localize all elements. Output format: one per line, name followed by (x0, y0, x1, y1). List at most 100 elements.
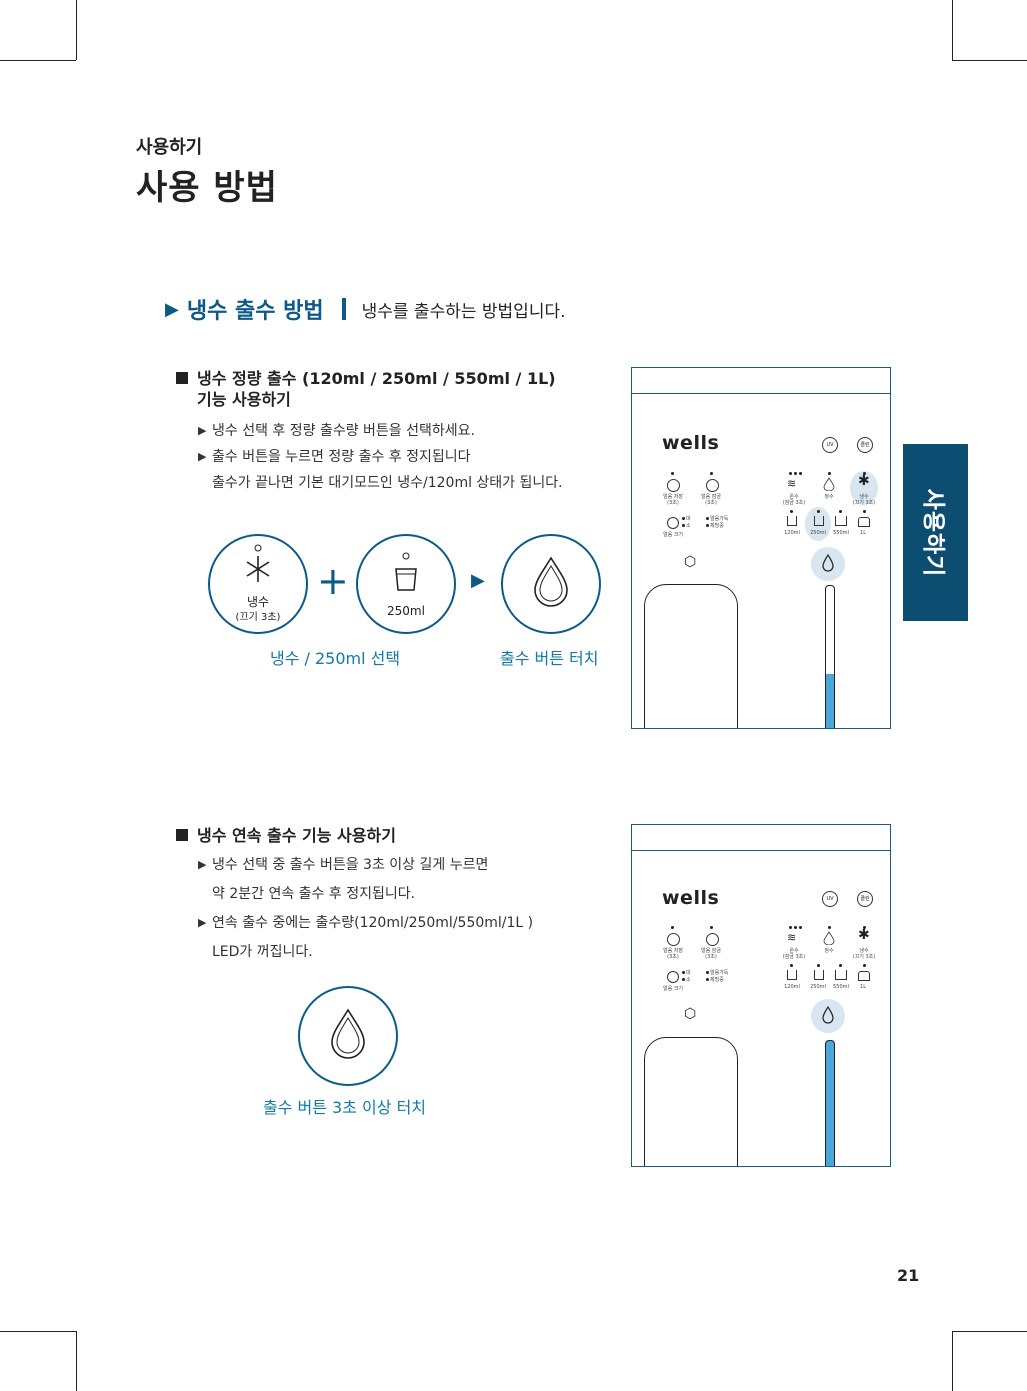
dispense-highlight (811, 999, 845, 1033)
section-title: 냉수 출수 방법 (186, 299, 324, 324)
ml120-label: 120ml (784, 530, 800, 536)
panel-top-strip (632, 368, 890, 394)
pure-label: 정수 (824, 948, 834, 954)
uv-button: UV (822, 437, 838, 453)
dispense-hold-illustration (298, 986, 398, 1086)
ice-lock-sub: (3초) (705, 954, 717, 960)
square-bullet-icon (176, 829, 188, 841)
snowflake-icon (246, 544, 270, 582)
crop-mark (952, 0, 953, 60)
block2-heading-text: 냉수 연속 출수 기능 사용하기 (197, 826, 396, 845)
ice-size-label: 얼음 크기 (663, 986, 683, 992)
chapter-tab: 사용하기 (903, 444, 968, 621)
triangle-icon: ▶ (198, 424, 207, 437)
bullet-text: 냉수 선택 후 정량 출수량 버튼을 선택하세요. (212, 423, 475, 439)
snowflake-icon: ✱ (858, 927, 870, 943)
ice-full-label: 얼음가득 (710, 970, 729, 976)
page-title: 사용 방법 (136, 168, 278, 208)
square-bullet-icon (176, 372, 188, 384)
bullet-text: 연속 출수 중에는 출수량(120ml/250ml/550ml/1L ) (212, 915, 534, 931)
ice-lock-sub: (3초) (705, 500, 717, 506)
triangle-icon: ▶ (198, 450, 207, 463)
water-level-fill (826, 674, 834, 728)
ice-size-icon (667, 971, 679, 983)
hot-sub: (잠금 3초) (782, 954, 806, 960)
size-big-label: 대 (686, 516, 691, 522)
cold-sub: (끄기 3초) (852, 954, 876, 960)
block2-bullets: ▶ 냉수 선택 중 출수 버튼을 3초 이상 길게 누르면 약 2분간 연속 출수… (198, 852, 533, 965)
hot-sub: (잠금 3초) (782, 500, 806, 506)
hot-label: 온수 (789, 948, 799, 954)
water-stream (825, 1040, 835, 1166)
chapter-tab-label: 사용하기 (919, 488, 946, 577)
bullet-text: LED가 꺼집니다. (212, 944, 313, 960)
crop-mark (952, 60, 1027, 61)
block1-heading-line2: 기능 사용하기 (197, 390, 291, 409)
pot-1l-icon (858, 971, 870, 981)
cup-120-icon (787, 516, 797, 526)
cold-label: 냉수 (246, 595, 270, 609)
pot-1l-icon (858, 517, 870, 527)
l1-label: 1L (860, 984, 866, 990)
cup-icon (395, 552, 417, 591)
ml550-label: 550ml (833, 530, 849, 536)
hot-water-icon: ≋ (787, 477, 797, 490)
cup-label: 250ml (387, 604, 425, 618)
water-drop-icon (331, 1008, 365, 1059)
power-icon (667, 933, 680, 946)
page-number: 21 (897, 1266, 920, 1285)
list-item: ▶ 출수 버튼을 누르면 정량 출수 후 정지됩니다 (198, 444, 563, 470)
triangle-icon: ▶ (165, 298, 179, 320)
cold-sub: (끄기 3초) (852, 500, 876, 506)
ice-door (644, 1037, 738, 1166)
water-drop-icon (822, 1006, 834, 1024)
ml120-label: 120ml (784, 984, 800, 990)
crop-mark (952, 1331, 953, 1391)
triangle-icon: ▶ (198, 858, 207, 871)
ice-make-label: 얼음 저장 (663, 494, 683, 500)
size-big-label: 대 (686, 970, 691, 976)
cold-label: 냉수 (859, 494, 869, 500)
crop-mark (76, 1331, 77, 1391)
ice-dispense-icon: ⬡ (684, 554, 697, 570)
water-drop-icon (822, 554, 834, 572)
ice-make-label: 얼음 저장 (663, 948, 683, 954)
crop-mark (0, 60, 76, 61)
cold-highlight (850, 471, 878, 505)
list-item: 출수가 끝나면 기본 대기모드인 냉수/120ml 상태가 됩니다. (198, 470, 563, 496)
section-description: 냉수를 출수하는 방법입니다. (361, 301, 566, 322)
list-item: LED가 꺼집니다. (198, 939, 533, 965)
clean-button: 클린 (857, 891, 873, 907)
cup-550-icon (835, 516, 847, 526)
page-subtitle: 사용하기 (136, 137, 203, 158)
ml550-label: 550ml (833, 984, 849, 990)
bullet-text: 냉수 선택 중 출수 버튼을 3초 이상 길게 누르면 (212, 857, 489, 873)
bullet-text: 출수가 끝나면 기본 대기모드인 냉수/120ml 상태가 됩니다. (212, 475, 563, 491)
cup-120-icon (787, 970, 797, 980)
bullet-text: 출수 버튼을 누르면 정량 출수 후 정지됩니다 (212, 449, 471, 465)
bullet-text: 약 2분간 연속 출수 후 정지됩니다. (212, 886, 416, 902)
crop-mark (952, 1331, 1027, 1332)
caption-select: 냉수 / 250ml 선택 (270, 649, 401, 668)
ml250-label: 250ml (810, 530, 826, 536)
cold-button-illustration: 냉수 (끄기 3초) (208, 534, 308, 634)
cup-button-illustration: 250ml (356, 534, 456, 634)
crop-mark (0, 1331, 76, 1332)
pure-water-icon (823, 931, 835, 945)
control-panel-illustration: wells UV 클린 얼음 저장 (3초) 얼음 잠금 (3초) 얼음 크기 … (631, 367, 891, 729)
plus-icon: + (317, 559, 349, 603)
l1-label: 1L (860, 530, 866, 536)
brand-logo: wells (662, 432, 720, 454)
cup-550-icon (835, 970, 847, 980)
ice-lock-label: 얼음 잠금 (701, 948, 721, 954)
lock-icon (706, 933, 719, 946)
cup-250-icon (814, 970, 824, 980)
size-small-label: 소 (686, 523, 691, 529)
clean-button: 클린 (857, 437, 873, 453)
block1-bullets: ▶ 냉수 선택 후 정량 출수량 버튼을 선택하세요. ▶ 출수 버튼을 누르면 정… (198, 418, 563, 496)
ice-make-sub: (3초) (667, 500, 679, 506)
ice-size-icon (667, 517, 679, 529)
ice-lock-label: 얼음 잠금 (701, 494, 721, 500)
list-item: ▶연속 출수 중에는 출수량(120ml/250ml/550ml/1L ) (198, 910, 533, 936)
ice-water-label: 제빙중 (710, 977, 724, 983)
